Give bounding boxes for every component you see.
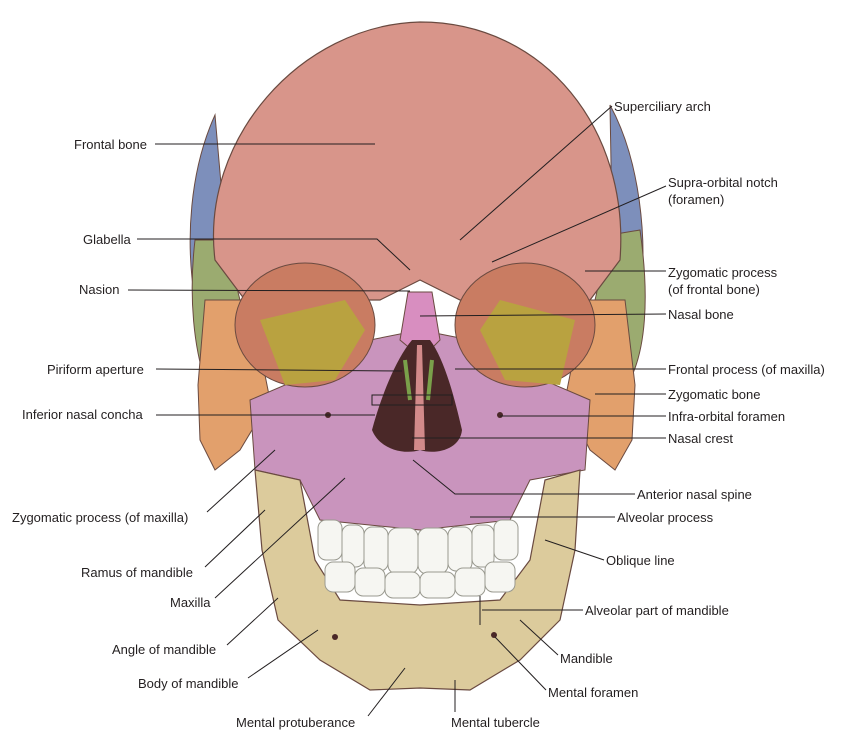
label-alveolar-process: Alveolar process — [617, 510, 714, 525]
label-glabella: Glabella — [83, 232, 131, 247]
orbit-right-inner — [480, 300, 575, 385]
label-nasal-crest: Nasal crest — [668, 431, 734, 446]
label-piriform-aperture: Piriform aperture — [47, 362, 144, 377]
label-body-of-mandible: Body of mandible — [138, 676, 239, 691]
nasal-concha-green — [403, 359, 434, 401]
label-inferior-nasal-concha: Inferior nasal concha — [22, 407, 143, 422]
label-mental-foramen: Mental foramen — [548, 685, 639, 700]
label-oblique-line: Oblique line — [606, 553, 675, 568]
label-supra-orbital-notch-sub: (foramen) — [668, 192, 725, 207]
label-zygomatic-bone: Zygomatic bone — [668, 387, 761, 402]
label-mental-protuberance: Mental protuberance — [236, 715, 356, 730]
label-maxilla: Maxilla — [170, 595, 211, 610]
label-angle-of-mandible: Angle of mandible — [112, 642, 217, 657]
mental-foramen-right — [491, 632, 497, 638]
leader-lines — [127, 105, 667, 717]
label-zygomatic-process-frontal: Zygomatic process — [668, 265, 778, 280]
infra-orbital-foramen-right — [497, 412, 503, 418]
label-superciliary-arch: Superciliary arch — [614, 99, 711, 114]
label-nasion: Nasion — [79, 282, 120, 297]
label-frontal-bone: Frontal bone — [74, 137, 147, 152]
teeth — [317, 519, 519, 599]
label-alveolar-part-of-mandible: Alveolar part of mandible — [585, 603, 729, 618]
label-supra-orbital-notch: Supra-orbital notch — [668, 175, 778, 190]
label-zygomatic-process-maxilla: Zygomatic process (of maxilla) — [12, 510, 189, 525]
label-infra-orbital-foramen: Infra-orbital foramen — [668, 409, 786, 424]
label-mandible: Mandible — [560, 651, 613, 666]
label-mental-tubercle: Mental tubercle — [451, 715, 540, 730]
label-zygomatic-process-frontal-sub: (of frontal bone) — [668, 282, 760, 297]
mental-foramen-left — [332, 634, 338, 640]
orbit-left-inner — [260, 300, 365, 385]
frontal-bone-shape — [213, 21, 622, 301]
label-nasal-bone: Nasal bone — [668, 307, 734, 322]
nasal-septum — [414, 345, 425, 450]
label-frontal-process-maxilla: Frontal process (of maxilla) — [668, 362, 825, 377]
label-anterior-nasal-spine: Anterior nasal spine — [637, 487, 752, 502]
label-ramus-of-mandible: Ramus of mandible — [81, 565, 193, 580]
